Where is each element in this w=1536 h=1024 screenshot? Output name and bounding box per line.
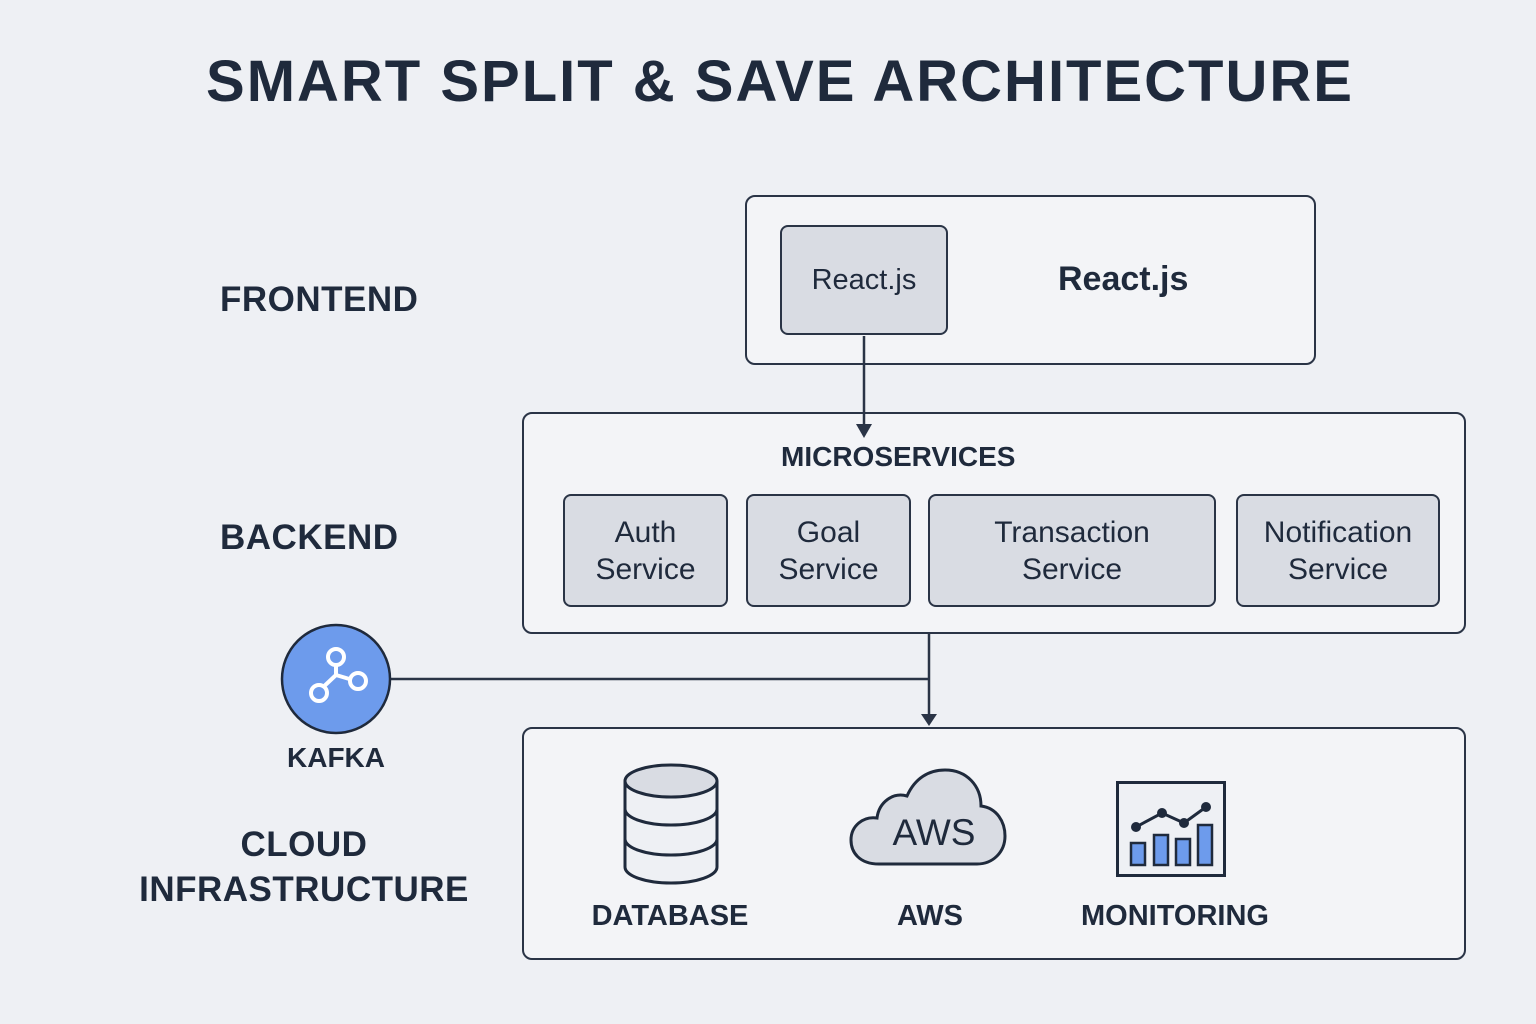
kafka-icon [280,623,392,735]
service-transaction-line2: Service [1021,552,1123,586]
layer-label-frontend: FRONTEND [220,280,419,319]
database-icon [623,763,719,887]
arrowhead-backend-infrastructure [921,714,937,726]
diagram-title: SMART SPLIT & SAVE ARCHITECTURE [206,49,1354,114]
infra-label-monitoring: MONITORING [1081,900,1269,932]
kafka-label: KAFKA [287,742,385,773]
service-auth-line2: Service [595,552,696,586]
layer-label-cloud-line2: INFRASTRUCTURE [139,870,469,909]
service-goal-line2: Service [778,552,879,586]
service-notification-line2: Service [1287,552,1389,586]
service-goal-line1: Goal [796,515,861,549]
service-notification-line1: Notification [1263,515,1413,549]
frontend-side-label: React.js [1058,260,1189,298]
arrowhead-frontend-backend [856,424,872,438]
layer-label-backend: BACKEND [220,518,399,557]
aws-cloud-icon [849,768,1007,868]
layer-label-cloud-infrastructure: CLOUD INFRASTRUCTURE [138,822,470,912]
infra-label-database: DATABASE [591,900,749,932]
react-component-label: React.js [811,263,917,296]
monitoring-chart-icon [1116,781,1226,877]
aws-icon-text: AWS [892,812,976,853]
react-component-box: React.js [780,225,948,335]
microservices-heading: MICROSERVICES [781,441,1016,472]
service-transaction-line1: Transaction [994,515,1150,549]
layer-label-cloud-line1: CLOUD [240,825,368,864]
infra-label-aws: AWS [896,900,964,932]
service-auth-line1: Auth [614,515,677,549]
